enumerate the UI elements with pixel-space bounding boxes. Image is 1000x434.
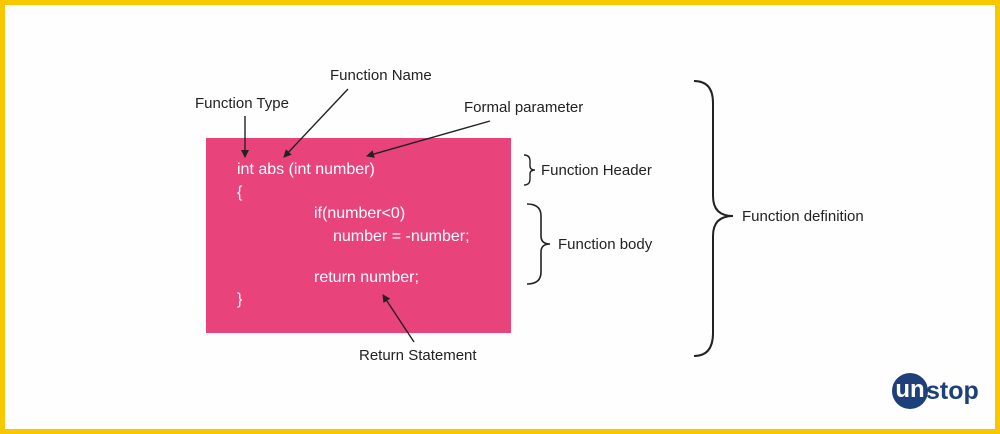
code-line-close-brace: } xyxy=(237,291,243,308)
label-formal-parameter: Formal parameter xyxy=(464,99,584,116)
label-return-statement: Return Statement xyxy=(359,347,477,364)
arrow-formal-parameter xyxy=(366,120,491,158)
brace-function-body xyxy=(526,203,551,285)
code-line-return: return number; xyxy=(314,269,419,286)
code-line-open-brace: { xyxy=(237,184,243,201)
arrow-return-statement xyxy=(382,294,415,343)
arrow-function-name xyxy=(283,88,349,158)
code-line-negate: number = -number; xyxy=(333,228,470,245)
code-box xyxy=(206,138,511,333)
label-function-type: Function Type xyxy=(195,95,289,112)
code-line-signature: int abs (int number) xyxy=(237,161,375,178)
code-line-if: if(number<0) xyxy=(314,205,406,222)
label-function-definition: Function definition xyxy=(742,208,864,225)
label-function-body: Function body xyxy=(558,236,653,253)
logo-text: stop xyxy=(926,377,979,405)
brace-function-header xyxy=(523,154,536,186)
label-function-header: Function Header xyxy=(541,162,652,179)
brace-function-definition xyxy=(693,80,734,357)
label-function-name: Function Name xyxy=(330,67,432,84)
logo-circle: un xyxy=(892,373,928,409)
